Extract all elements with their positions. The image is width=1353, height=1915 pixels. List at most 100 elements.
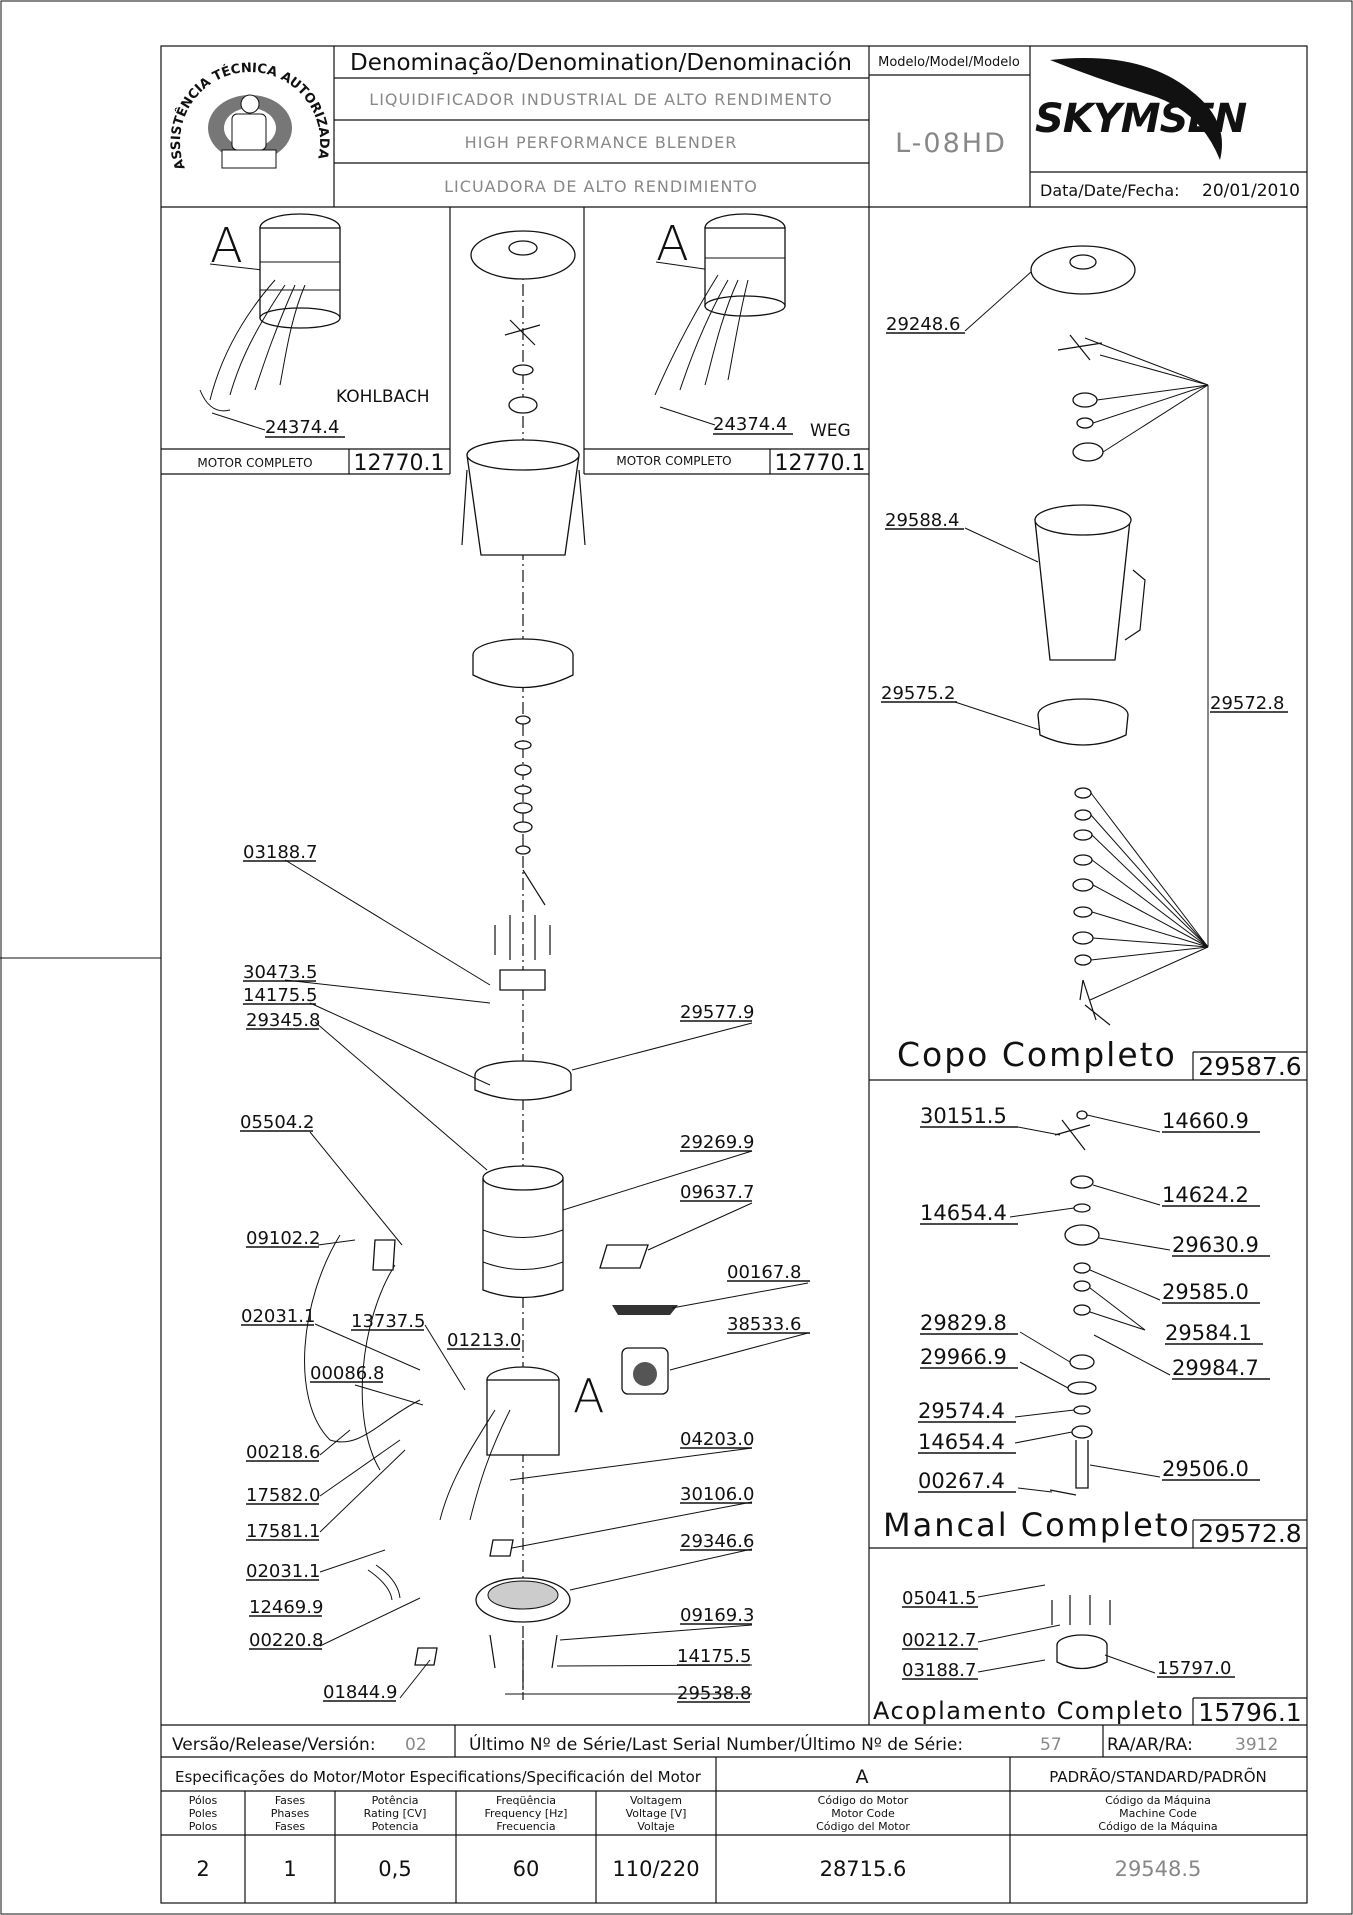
section-title: Acoplamento Completo [873, 1697, 1184, 1725]
motor-label: MOTOR COMPLETO [197, 456, 312, 470]
ra-label: RA/AR/RA: [1107, 1735, 1193, 1755]
col-phases-2: Phases [271, 1807, 310, 1820]
part-number: 17582.0 [246, 1485, 320, 1506]
part-number: 00086.8 [310, 1363, 384, 1384]
serial-value: 57 [1040, 1735, 1062, 1755]
part-number: 29345.8 [246, 1010, 320, 1031]
mancal-completo-panel: 30151.5 14660.9 14624.2 14654.4 29630.9 … [869, 1104, 1307, 1549]
standard-label: PADRÃO/STANDARD/PADRÕN [1049, 1767, 1267, 1786]
part-number: 09637.7 [680, 1182, 754, 1203]
col-voltage-3: Voltaje [637, 1820, 675, 1833]
col-freq-2: Frequency [Hz] [485, 1807, 568, 1820]
section-code: 15796.1 [1198, 1698, 1301, 1727]
product-name-es: LICUADORA DE ALTO RENDIMIENTO [444, 177, 758, 196]
main-exploded-view: A [240, 230, 810, 1704]
col-poles-3: Polos [189, 1820, 218, 1833]
part-number: 15797.0 [1157, 1658, 1231, 1679]
part-number: 29248.6 [886, 314, 960, 335]
section-code: 29587.6 [1198, 1052, 1301, 1081]
part-number: 00218.6 [246, 1442, 320, 1463]
col-motor-code-1: Código do Motor [818, 1794, 909, 1807]
part-number: 38533.6 [727, 1314, 801, 1335]
part-number: 14175.5 [243, 985, 317, 1006]
part-number: 29577.9 [680, 1002, 754, 1023]
col-power-1: Potência [372, 1794, 419, 1807]
part-number: 30151.5 [920, 1104, 1007, 1128]
col-motor-code-2: Motor Code [831, 1807, 895, 1820]
denomination-label: Denominação/Denomination/Denominación [350, 50, 852, 76]
part-number: 12469.9 [249, 1597, 323, 1618]
version-value: 02 [405, 1735, 427, 1755]
part-number: 24374.4 [713, 414, 787, 435]
col-machine-code-2: Machine Code [1119, 1807, 1197, 1820]
version-label: Versão/Release/Versión: [172, 1735, 376, 1755]
copo-completo-panel: 29248.6 29588.4 29575.2 29572.8 Copo Com… [868, 245, 1307, 1725]
part-number: 00267.4 [918, 1469, 1005, 1493]
part-number: 03188.7 [243, 842, 317, 863]
footer-block: Versão/Release/Versión: 02 Último Nº de … [161, 1724, 1307, 1903]
col-phases-1: Fases [275, 1794, 306, 1807]
ra-value: 3912 [1235, 1735, 1278, 1755]
freq-value: 60 [513, 1857, 540, 1881]
part-number: 24374.4 [265, 417, 339, 438]
serial-label: Último Nº de Série/Last Serial Number/Úl… [469, 1733, 963, 1755]
col-poles-1: Pólos [189, 1794, 218, 1807]
part-number: 29630.9 [1172, 1233, 1259, 1257]
acoplamento-completo-panel: 05041.5 00212.7 03188.7 15797.0 Acoplame… [873, 1584, 1307, 1727]
part-number: 29506.0 [1162, 1457, 1249, 1481]
skymsen-logo: SKYMSEN [1035, 58, 1248, 160]
motor-code: 12770.1 [354, 451, 445, 476]
motor-code-value: 28715.6 [820, 1857, 907, 1881]
part-number: 29575.2 [881, 683, 955, 704]
col-motor-code-3: Código del Motor [816, 1820, 910, 1833]
machine-code-value: 29548.5 [1115, 1857, 1202, 1881]
col-power-2: Rating [CV] [364, 1807, 427, 1820]
part-number: 13737.5 [351, 1311, 425, 1332]
part-number: 29538.8 [677, 1683, 751, 1704]
part-number: 14175.5 [677, 1646, 751, 1667]
col-freq-3: Frecuencia [496, 1820, 555, 1833]
part-number: 09102.2 [246, 1228, 320, 1249]
authorized-service-seal: ASSISTÊNCIA TÉCNICA AUTORIZADA [169, 61, 331, 172]
section-title: Mancal Completo [883, 1506, 1191, 1544]
voltage-value: 110/220 [612, 1857, 699, 1881]
part-number: 02031.1 [241, 1306, 315, 1327]
motor-panel-weg: A 24374.4 WEG MOTOR COMPLETO 12770.1 [583, 207, 870, 476]
title-block: Denominação/Denomination/Denominación LI… [161, 46, 1307, 208]
part-number: 29346.6 [680, 1531, 754, 1552]
part-number: 14654.4 [920, 1201, 1007, 1225]
col-machine-code-3: Código de la Máquina [1098, 1820, 1217, 1833]
part-number: 30106.0 [680, 1484, 754, 1505]
motor-drawing [654, 213, 786, 396]
spec-title: Especificações do Motor/Motor Especifica… [175, 1768, 702, 1786]
part-number: 00220.8 [249, 1630, 323, 1651]
part-number: 02031.1 [246, 1561, 320, 1582]
part-number: 30473.5 [243, 962, 317, 983]
detail-letter: A [573, 1369, 604, 1423]
section-code: 29572.8 [1198, 1519, 1301, 1548]
date-label: Data/Date/Fecha: [1040, 181, 1180, 200]
part-number: 29269.9 [680, 1132, 754, 1153]
model-label: Modelo/Model/Modelo [878, 55, 1020, 70]
product-name-pt: LIQUIDIFICADOR INDUSTRIAL DE ALTO RENDIM… [369, 90, 832, 109]
motor-brand: KOHLBACH [336, 387, 430, 407]
motor-code: 12770.1 [775, 451, 866, 476]
part-number: 29585.0 [1162, 1280, 1249, 1304]
part-number: 17581.1 [246, 1521, 320, 1542]
part-number: 14660.9 [1162, 1109, 1249, 1133]
part-number: 29966.9 [920, 1345, 1007, 1369]
col-poles-2: Poles [189, 1807, 218, 1820]
part-number: 09169.3 [680, 1605, 754, 1626]
part-number: 29574.4 [918, 1399, 1005, 1423]
col-voltage-1: Voltagem [630, 1794, 682, 1807]
motor-label: MOTOR COMPLETO [616, 454, 731, 468]
part-number: 01213.0 [447, 1330, 521, 1351]
part-number: 01844.9 [323, 1682, 397, 1703]
motor-brand: WEG [810, 421, 851, 441]
section-title: Copo Completo [897, 1035, 1177, 1074]
col-machine-code-1: Código da Máquina [1105, 1794, 1211, 1807]
part-number: 14654.4 [918, 1430, 1005, 1454]
part-number: 29584.1 [1165, 1321, 1252, 1345]
